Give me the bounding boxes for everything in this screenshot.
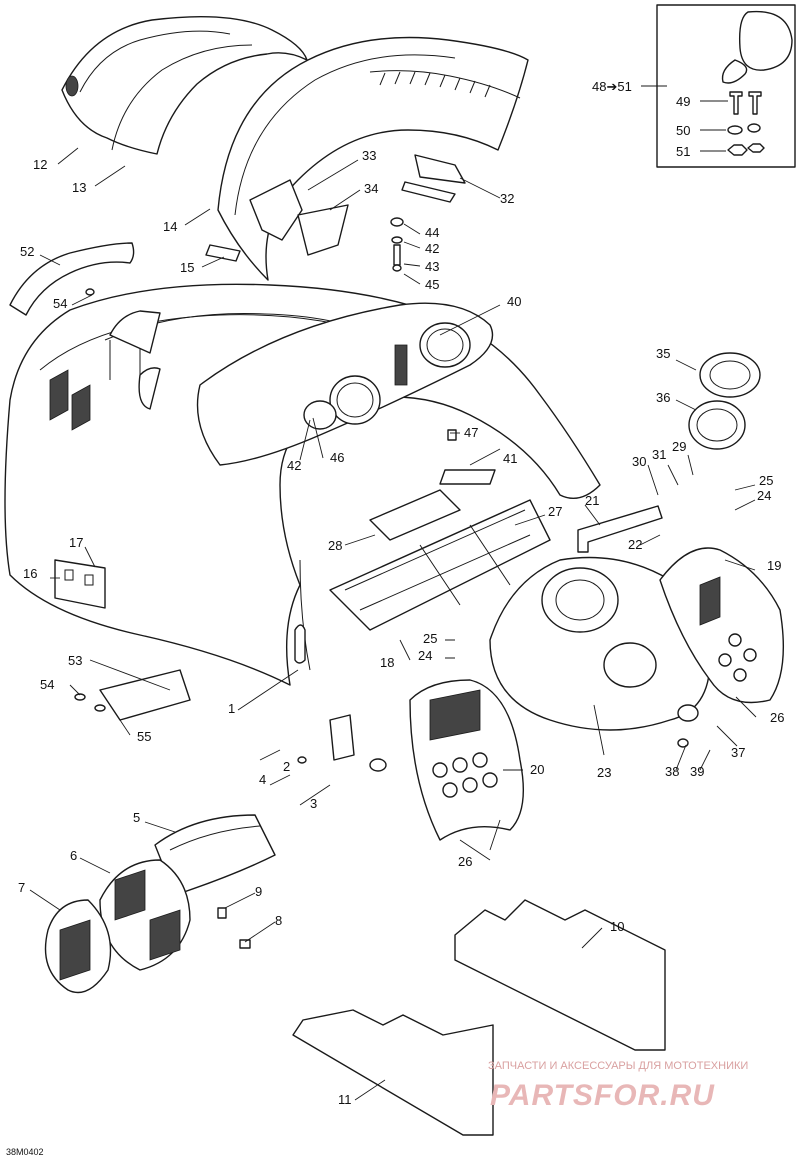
bracket-part — [205, 154, 466, 262]
small-bracket-part — [74, 669, 191, 721]
callout-14: 14 — [163, 219, 177, 234]
callout-8: 8 — [275, 913, 282, 928]
plate-part — [54, 559, 106, 609]
nut-icon — [727, 143, 765, 156]
callout-35: 35 — [656, 346, 670, 361]
callout-52: 52 — [20, 244, 34, 259]
strip-part — [439, 469, 496, 485]
left-side-panel-part — [409, 679, 525, 841]
callout-26-left: 26 — [458, 854, 472, 869]
callout-19: 19 — [767, 558, 781, 573]
pad-part — [292, 899, 666, 1136]
inset-label-51: 51 — [676, 144, 690, 159]
callout-42-bottom: 42 — [287, 458, 301, 473]
callout-44: 44 — [425, 225, 439, 240]
washer-icon — [727, 123, 761, 135]
hardware-inset: 48➔51 49 50 51 — [592, 4, 796, 168]
callout-23: 23 — [597, 765, 611, 780]
callout-46: 46 — [330, 450, 344, 465]
callout-40: 40 — [507, 294, 521, 309]
callout-10: 10 — [610, 919, 624, 934]
callout-30: 30 — [632, 454, 646, 469]
fuel-cap-ring-part — [688, 352, 761, 450]
callout-13: 13 — [72, 180, 86, 195]
latch-part — [677, 704, 699, 748]
console-part — [489, 556, 711, 731]
callout-15: 15 — [180, 260, 194, 275]
callout-47: 47 — [464, 425, 478, 440]
callout-24-right: 24 — [757, 488, 771, 503]
inset-range-label: 48➔51 — [592, 79, 632, 94]
front-grille-part — [44, 814, 276, 994]
callout-17: 17 — [69, 535, 83, 550]
callout-20: 20 — [530, 762, 544, 777]
callout-39: 39 — [690, 764, 704, 779]
rear-cowl-part — [61, 15, 308, 155]
callout-18: 18 — [380, 655, 394, 670]
callout-29: 29 — [672, 439, 686, 454]
callout-36: 36 — [656, 390, 670, 405]
callout-42-top: 42 — [425, 241, 439, 256]
callout-21: 21 — [585, 493, 599, 508]
callout-6: 6 — [70, 848, 77, 863]
callout-2: 2 — [283, 759, 290, 774]
callout-4: 4 — [259, 772, 266, 787]
watermark: ЗАПЧАСТИ И АКСЕССУАРЫ ДЛЯ МОТОТЕХНИКИ PA… — [488, 1060, 748, 1112]
mount-bracket-part — [577, 505, 663, 553]
callout-37: 37 — [731, 745, 745, 760]
callout-55: 55 — [137, 729, 151, 744]
callout-7: 7 — [18, 880, 25, 895]
callout-labels: 1 2 3 4 5 6 7 8 9 10 11 12 13 14 15 16 1… — [18, 148, 784, 1107]
leader-lines — [29, 147, 757, 1101]
callout-27: 27 — [548, 504, 562, 519]
inset-label-49: 49 — [676, 94, 690, 109]
callout-3: 3 — [310, 796, 317, 811]
callout-25-left: 25 — [423, 631, 437, 646]
callout-45: 45 — [425, 277, 439, 292]
callout-22: 22 — [628, 537, 642, 552]
callout-53: 53 — [68, 653, 82, 668]
callout-1: 1 — [228, 701, 235, 716]
callout-54-top: 54 — [53, 296, 67, 311]
callout-32: 32 — [500, 191, 514, 206]
callout-54-bottom: 54 — [40, 677, 54, 692]
callout-24-left: 24 — [418, 648, 432, 663]
callout-43: 43 — [425, 259, 439, 274]
right-side-panel-part — [659, 547, 784, 704]
callout-38: 38 — [665, 764, 679, 779]
fastener-part — [217, 907, 251, 949]
callout-16: 16 — [23, 566, 37, 581]
tray-part — [329, 489, 551, 631]
screw-icon — [447, 429, 457, 441]
vent-icon — [49, 369, 91, 431]
callout-26-right: 26 — [770, 710, 784, 725]
grommet-stack — [390, 217, 404, 272]
grab-handle-part — [9, 242, 135, 316]
callout-33: 33 — [362, 148, 376, 163]
screw-icon — [729, 91, 762, 115]
clip-part — [297, 714, 387, 772]
callout-34: 34 — [364, 181, 378, 196]
watermark-brand: PARTSFOR.RU — [490, 1079, 715, 1112]
diagram-code: 38M0402 — [6, 1147, 44, 1157]
inset-label-50: 50 — [676, 123, 690, 138]
dashboard-part — [196, 302, 494, 466]
callout-5: 5 — [133, 810, 140, 825]
callout-11: 11 — [338, 1092, 352, 1107]
callout-9: 9 — [255, 884, 262, 899]
watermark-tagline: ЗАПЧАСТИ И АКСЕССУАРЫ ДЛЯ МОТОТЕХНИКИ — [488, 1060, 748, 1072]
callout-41: 41 — [503, 451, 517, 466]
callout-12: 12 — [33, 157, 47, 172]
hood-part — [4, 283, 601, 686]
callout-31: 31 — [652, 447, 666, 462]
callout-28: 28 — [328, 538, 342, 553]
callout-25-right: 25 — [759, 473, 773, 488]
